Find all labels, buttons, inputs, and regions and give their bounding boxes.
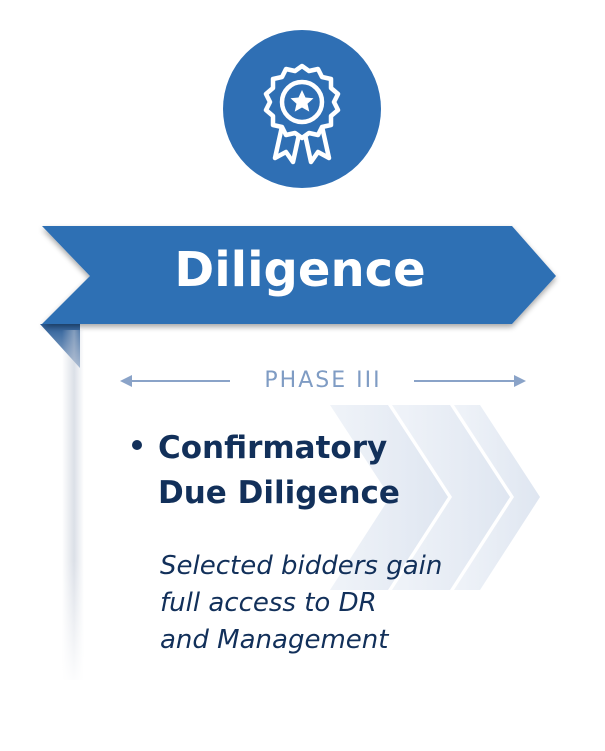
banner-title: Diligence <box>174 242 426 298</box>
phase-heading: Confirmatory Due Diligence <box>158 430 400 511</box>
award-badge <box>223 30 381 188</box>
phase-description: Selected bidders gain full access to DR … <box>160 551 443 655</box>
award-ribbon-icon <box>263 63 341 165</box>
phase-label: PHASE III <box>264 368 382 393</box>
phase-divider <box>118 362 528 400</box>
panel-side-shadow-fade <box>60 560 90 690</box>
bullet-point <box>132 440 142 450</box>
background-chevrons <box>330 405 540 590</box>
